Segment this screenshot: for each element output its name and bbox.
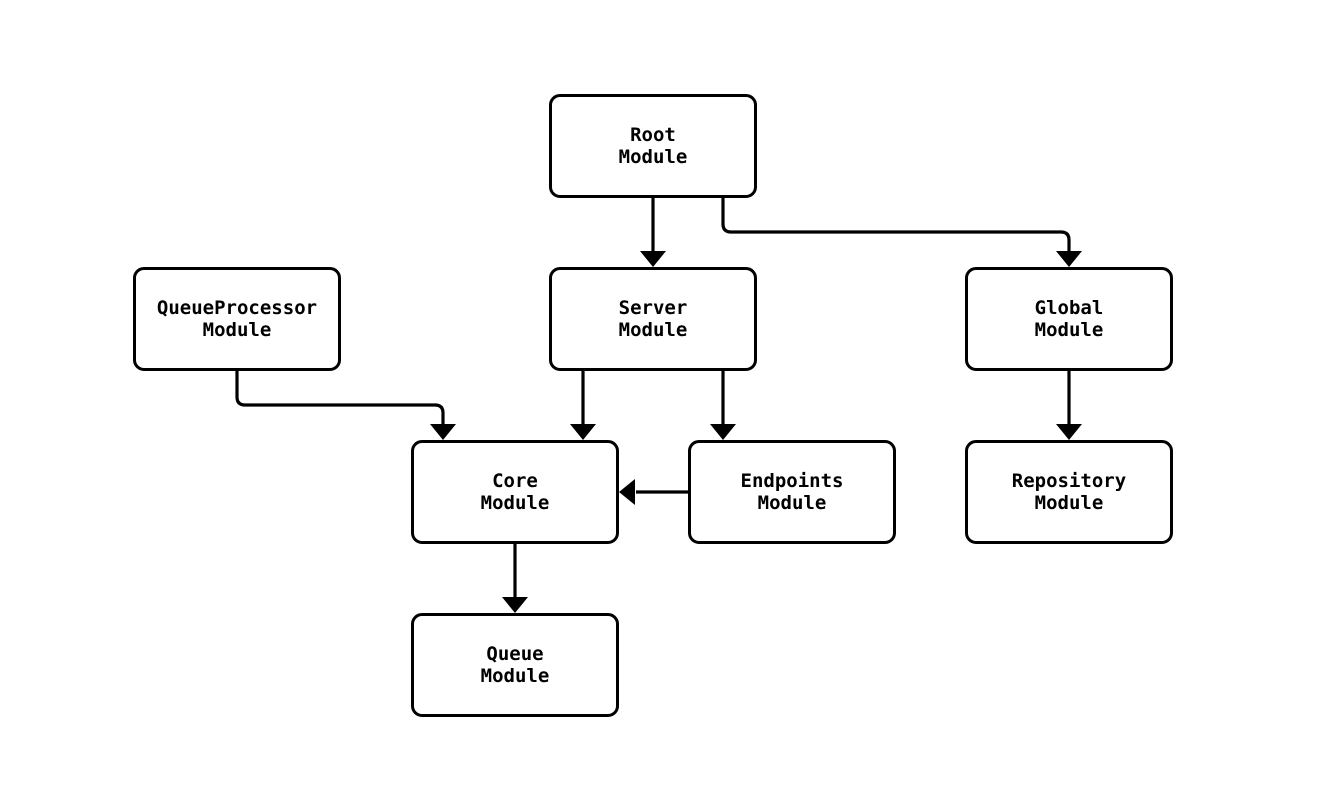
node-label: Core Module [480, 470, 550, 514]
arrowhead-down-icon [640, 251, 666, 267]
arrowhead-down-icon [430, 424, 456, 440]
arrowhead-down-icon [1056, 424, 1082, 440]
edge-endpoints-to-core [619, 479, 688, 505]
node-queueprocessor-module: QueueProcessor Module [133, 267, 341, 371]
edge-line [721, 198, 1071, 252]
node-label: Server Module [618, 297, 688, 341]
arrowhead-down-icon [502, 597, 528, 613]
node-queue-module: Queue Module [411, 613, 619, 717]
node-label: Repository Module [1011, 470, 1127, 514]
edge-root-to-server [640, 198, 666, 267]
node-global-module: Global Module [965, 267, 1173, 371]
node-label: Root Module [618, 124, 688, 168]
node-label: Queue Module [480, 643, 550, 687]
node-repository-module: Repository Module [965, 440, 1173, 544]
arrowhead-down-icon [710, 424, 736, 440]
edge-global-to-repository [1056, 371, 1082, 440]
node-label: Endpoints Module [740, 470, 844, 514]
node-core-module: Core Module [411, 440, 619, 544]
edge-server-to-core [570, 371, 596, 440]
edge-queueprocessor-to-core [235, 371, 456, 440]
node-root-module: Root Module [549, 94, 757, 198]
edge-core-to-queue [502, 544, 528, 613]
arrowhead-down-icon [1056, 251, 1082, 267]
arrowhead-down-icon [570, 424, 596, 440]
node-label: QueueProcessor Module [156, 297, 318, 341]
edge-server-to-endpoints [710, 371, 736, 440]
edge-root-to-global [721, 198, 1082, 267]
arrowhead-left-icon [619, 479, 635, 505]
node-endpoints-module: Endpoints Module [688, 440, 896, 544]
node-server-module: Server Module [549, 267, 757, 371]
node-label: Global Module [1034, 297, 1104, 341]
edge-line [235, 371, 445, 425]
